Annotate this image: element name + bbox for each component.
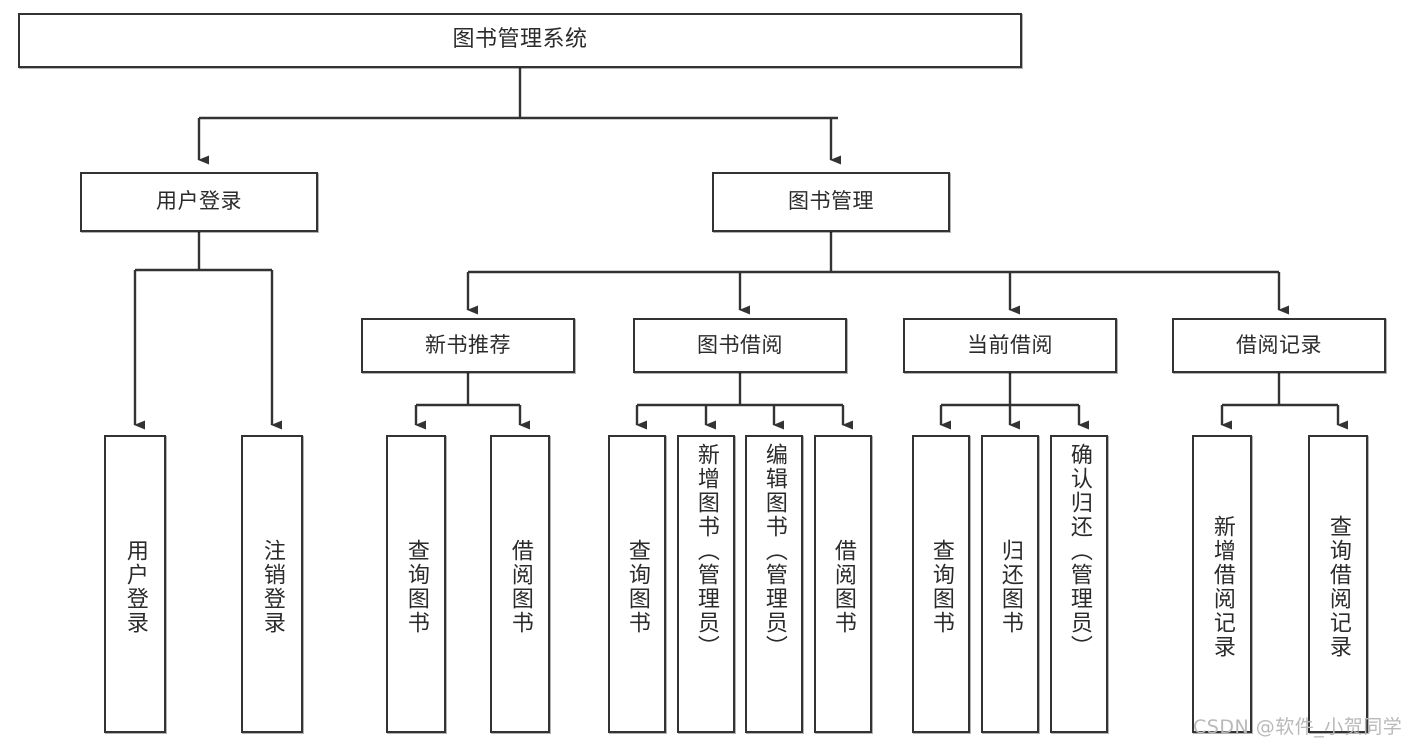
node-leaf-return-book[interactable]: 归还图书	[981, 435, 1039, 733]
node-leaf-add-book[interactable]: 新增图书（管理员）	[677, 435, 735, 733]
node-borrow-record[interactable]: 借阅记录	[1172, 318, 1386, 373]
node-leaf-borrow-book-2-label: 借阅图书	[830, 539, 856, 635]
node-leaf-query-book-1[interactable]: 查询图书	[386, 435, 446, 733]
node-book-manage[interactable]: 图书管理	[712, 172, 950, 232]
node-new-book-recommend[interactable]: 新书推荐	[361, 318, 575, 373]
node-leaf-query-book-1-label: 查询图书	[403, 539, 429, 635]
node-leaf-query-book-2-label: 查询图书	[624, 539, 650, 635]
node-leaf-query-record-label: 查询借阅记录	[1325, 515, 1351, 659]
node-leaf-query-book-3-label: 查询图书	[928, 539, 954, 635]
node-leaf-borrow-book-2[interactable]: 借阅图书	[814, 435, 872, 733]
node-new-book-recommend-label: 新书推荐	[425, 332, 511, 357]
node-book-borrow-label: 图书借阅	[697, 332, 783, 357]
node-leaf-add-record-label: 新增借阅记录	[1209, 515, 1235, 659]
csdn-watermark: CSDN @软件_小贺同学	[1193, 716, 1403, 738]
node-leaf-user-logout[interactable]: 注销登录	[241, 435, 303, 733]
node-user-login[interactable]: 用户登录	[80, 172, 318, 232]
node-leaf-borrow-book-1-label: 借阅图书	[507, 539, 533, 635]
node-leaf-confirm-return-label: 确认归还（管理员）	[1066, 443, 1092, 659]
node-borrow-record-label: 借阅记录	[1236, 332, 1322, 357]
node-leaf-user-login-label: 用户登录	[122, 539, 148, 635]
node-user-login-label: 用户登录	[156, 189, 242, 214]
node-current-borrow[interactable]: 当前借阅	[903, 318, 1117, 373]
node-leaf-query-book-2[interactable]: 查询图书	[608, 435, 666, 733]
node-leaf-query-book-3[interactable]: 查询图书	[912, 435, 970, 733]
node-leaf-return-book-label: 归还图书	[997, 539, 1023, 635]
node-leaf-confirm-return[interactable]: 确认归还（管理员）	[1050, 435, 1108, 733]
node-leaf-add-book-label: 新增图书（管理员）	[693, 443, 719, 659]
node-leaf-edit-book-label: 编辑图书（管理员）	[761, 443, 787, 659]
node-current-borrow-label: 当前借阅	[967, 332, 1053, 357]
node-leaf-add-record[interactable]: 新增借阅记录	[1192, 435, 1252, 733]
node-book-manage-label: 图书管理	[788, 189, 874, 214]
node-leaf-user-logout-label: 注销登录	[259, 539, 285, 635]
node-book-borrow[interactable]: 图书借阅	[633, 318, 847, 373]
node-leaf-user-login[interactable]: 用户登录	[104, 435, 166, 733]
node-root-system-label: 图书管理系统	[452, 27, 588, 53]
node-leaf-query-record[interactable]: 查询借阅记录	[1308, 435, 1368, 733]
node-root-system[interactable]: 图书管理系统	[18, 13, 1022, 68]
node-leaf-edit-book[interactable]: 编辑图书（管理员）	[745, 435, 803, 733]
node-leaf-borrow-book-1[interactable]: 借阅图书	[490, 435, 550, 733]
